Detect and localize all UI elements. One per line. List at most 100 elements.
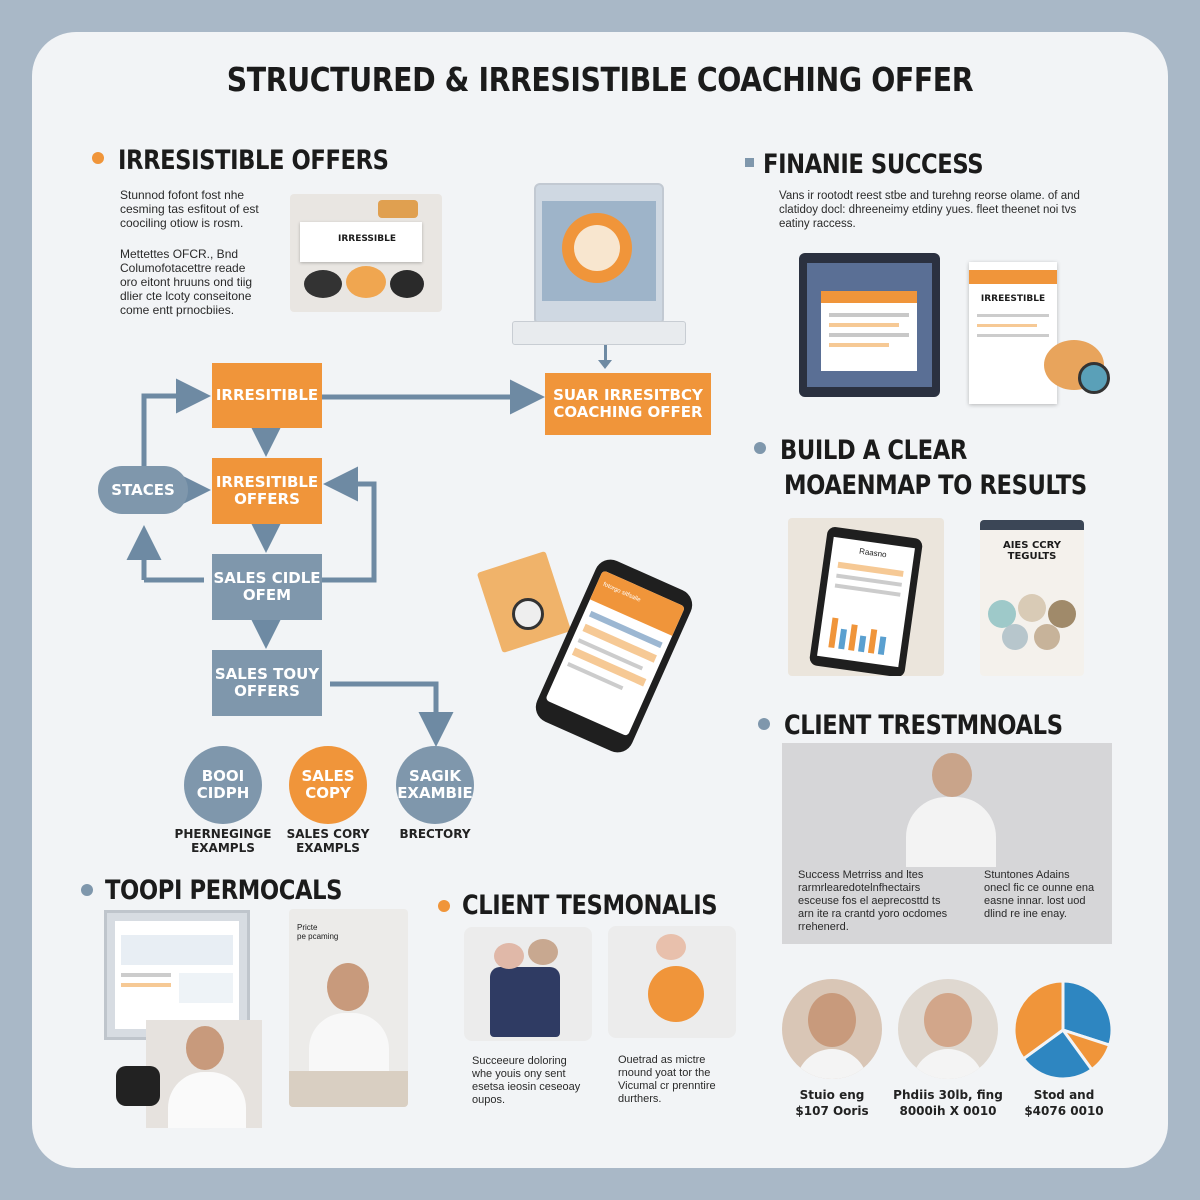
product-item <box>512 598 544 630</box>
monitor-screen <box>115 921 239 1029</box>
bag-item <box>116 1066 160 1106</box>
person-body <box>906 797 996 867</box>
pie-slice <box>1061 979 1114 1048</box>
book-spine <box>980 520 1084 530</box>
product-item <box>1078 362 1110 394</box>
person-head <box>932 753 972 797</box>
coach-photo-label: Pricte pe pcaming <box>297 923 339 941</box>
flow-box-irresistible: IRRESITIBLE <box>212 363 322 428</box>
arrow-down-icon <box>598 360 612 369</box>
roadmap-tablet-title: Raasno <box>858 546 888 560</box>
tablet-doc-header <box>821 291 917 303</box>
testimonial-text-1: Success Metrriss and ltes rarmrlearedote… <box>798 869 948 933</box>
laptop-base <box>512 321 686 345</box>
doc-line <box>829 333 909 337</box>
flow-circle-sample: SAGIK EXAMBIE <box>396 746 474 824</box>
doc-line <box>121 973 171 977</box>
roadmap-tablet-screen: Raasno <box>817 536 915 668</box>
flow-box-sales-cycle: SALES CIDLE OFEM <box>212 554 322 620</box>
dashboard-panel <box>121 935 233 965</box>
bullet-dot <box>758 718 770 730</box>
results-book: AIES CCRY TEGULTS <box>980 520 1084 676</box>
irresistible-offers-heading: IRRESISTIBLE OFFERS <box>118 145 389 176</box>
doc-line <box>121 983 171 987</box>
avatar-face <box>808 993 856 1047</box>
offer-product-image: IRRESSIBLE <box>290 194 442 312</box>
client-name: Stuio eng $107 Ooris <box>795 1088 869 1118</box>
results-pie-chart <box>1012 979 1114 1081</box>
bar-mark <box>848 624 858 651</box>
product-item <box>390 270 424 298</box>
avatar-body <box>912 1049 984 1079</box>
pie-slice <box>1021 1027 1094 1081</box>
product-item <box>528 939 558 965</box>
product-item <box>648 966 704 1022</box>
doc-line <box>977 334 1049 337</box>
coach-photo: Pricte pe pcaming <box>289 909 408 1107</box>
tablet-device <box>799 253 940 397</box>
client-avatar <box>782 979 882 1079</box>
product-item <box>1034 624 1060 650</box>
bullet-square <box>745 158 754 167</box>
desk <box>289 1071 408 1107</box>
offer-document: IRREESTIBLE <box>969 262 1057 404</box>
bar-mark <box>828 617 839 649</box>
irresistible-offers-text-2: Mettettes OFCR., Bnd Columofotacettre re… <box>120 247 253 317</box>
roadmap-heading-line2: MOAENMAP TO RESULTS <box>784 470 1087 501</box>
offer-card-label: IRRESSIBLE <box>338 234 397 244</box>
bag-item <box>490 967 560 1037</box>
product-item <box>304 270 342 298</box>
book-title: AIES CCRY TEGULTS <box>1002 540 1062 562</box>
arrow-line <box>604 345 607 363</box>
client-name: Phdiis 30lb, fing 8000ih X 0010 <box>893 1088 1003 1118</box>
doc-line <box>829 313 909 317</box>
product-item <box>656 934 686 960</box>
circle-caption: PHERNEGINGE EXAMPLS <box>174 827 272 855</box>
person-photo <box>116 1020 262 1128</box>
testimonial-text-2: Stuntones Adains onecl fic ce ounne ena … <box>984 869 1095 920</box>
doc-line <box>977 324 1037 327</box>
product-item <box>988 600 1016 628</box>
offer-card <box>300 222 422 262</box>
testimonial-caption-1: Succeeure doloring whe youis ony sent es… <box>472 1055 581 1106</box>
testimonial-photo-1 <box>464 927 592 1041</box>
dashboard-panel <box>179 973 233 1003</box>
client-name: Stod and $4076 0010 <box>1024 1088 1104 1118</box>
product-item <box>378 200 418 218</box>
bar-mark <box>838 628 847 650</box>
bullet-dot <box>92 152 104 164</box>
bullet-dot <box>81 884 93 896</box>
avatar-body <box>796 1049 868 1079</box>
tool-permocals-heading: TOOPI PERMOCALS <box>105 875 343 906</box>
client-testimonials-bottom-heading: CLIENT TESMONALIS <box>462 890 718 921</box>
testimonial-panel <box>782 743 1112 944</box>
product-item <box>346 266 386 298</box>
circle-caption: SALES CORY EXAMPLS <box>286 827 370 855</box>
avatar-body <box>309 1013 389 1073</box>
finance-success-heading: FINANIE SUCCESS <box>763 149 984 180</box>
avatar-body <box>168 1072 246 1128</box>
page-title: STRUCTURED & IRRESISTIBLE COACHING OFFER <box>226 60 974 99</box>
product-item <box>494 943 524 969</box>
target-icon-inner <box>574 225 620 271</box>
product-item <box>1048 600 1076 628</box>
doc-line <box>834 583 901 597</box>
flow-circle-sales-copy: SALES COPY <box>289 746 367 824</box>
testimonial-photo-2 <box>608 926 736 1038</box>
roadmap-heading-line1: BUILD A CLEAR <box>780 435 967 466</box>
roadmap-tablet: Raasno <box>808 526 924 676</box>
finance-success-text: Vans ir rootodt reest stbe and turehng r… <box>779 190 1080 230</box>
product-item <box>1018 594 1046 622</box>
bullet-dot <box>438 900 450 912</box>
roadmap-tablet-photo: Raasno <box>788 518 944 676</box>
flow-box-irresistible-offers: IRRESITIBLE OFFERS <box>212 458 322 524</box>
avatar-face <box>327 963 369 1011</box>
testimonial-caption-2: Ouetrad as mictre rnound yoat tor the Vi… <box>618 1054 716 1105</box>
bullet-dot <box>754 442 766 454</box>
avatar-face <box>186 1026 224 1070</box>
avatar-face <box>924 993 972 1047</box>
bar-mark <box>867 628 878 654</box>
bar-mark <box>858 635 867 653</box>
doc-line <box>829 323 899 327</box>
